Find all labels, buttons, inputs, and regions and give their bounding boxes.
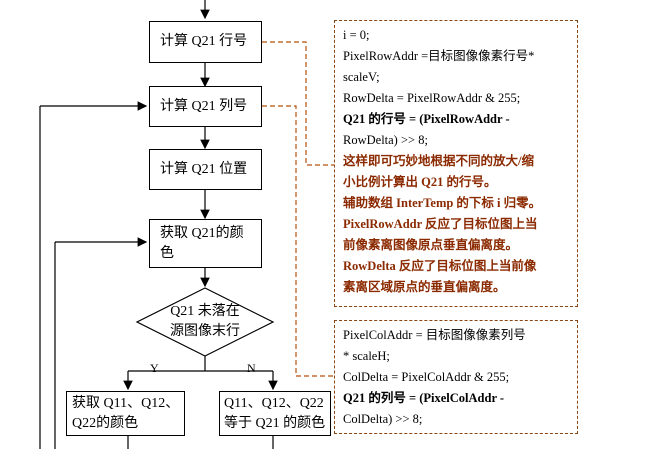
col-note-line: * scaleH; (343, 349, 390, 363)
get-neighbors-line2: Q22的颜色 (72, 416, 139, 431)
row-note-line: PixelRowAddr 反应了目标位图上当 (343, 217, 538, 231)
compute-col-label: 计算 Q21 列号 (160, 98, 248, 114)
get-neighbors-color-box: 获取 Q11、Q12、 Q22的颜色 (66, 391, 185, 436)
decision-text: Q21 未落在 源图像末行 (150, 302, 260, 342)
row-note: i = 0; PixelRowAddr =目标图像像素行号* scaleV; R… (334, 20, 578, 307)
col-note-line: PixelColAddr = 目标图像像素列号 (343, 328, 526, 342)
no-label: N (247, 361, 256, 375)
row-note-line: Q21 的行号 = (PixelRowAddr - (343, 112, 510, 126)
row-note-line: i = 0; (343, 28, 370, 42)
dash-col-to-note (262, 105, 334, 377)
row-note-line: 小比例计算出 Q21 的行号。 (343, 175, 497, 189)
compute-row-label: 计算 Q21 行号 (160, 34, 248, 49)
yes-label: Y (150, 361, 159, 375)
row-note-line: scaleV; (343, 70, 380, 84)
row-note-line: RowDelta 反应了目标位图上当前像 (343, 259, 537, 273)
row-note-line: 辅助数组 InterTemp 的下标 i 归零。 (343, 196, 542, 210)
get-neighbors-line1: 获取 Q11、Q12、 (72, 396, 180, 411)
row-note-line: 这样即可巧妙地根据不同的放大/缩 (343, 154, 534, 168)
row-note-line: RowDelta) >> 8; (343, 133, 428, 147)
compute-pos-label: 计算 Q21 位置 (160, 161, 248, 177)
compute-col-box: 计算 Q21 列号 (149, 86, 262, 127)
compute-row-box: 计算 Q21 行号 (149, 21, 262, 63)
get-color-line2: 色 (160, 246, 174, 261)
get-color-line1: 获取 Q21的颜 (160, 226, 244, 241)
row-note-line: RowDelta = PixelRowAddr & 255; (343, 91, 521, 105)
col-note: PixelColAddr = 目标图像像素列号 * scaleH; ColDel… (334, 320, 578, 434)
decision-line1: Q21 未落在 (170, 304, 240, 319)
row-note-line: PixelRowAddr =目标图像像素行号* (343, 49, 535, 63)
row-note-line: 前像素离图像原点垂直偏离度。 (343, 238, 519, 252)
neighbors-equal-line1: Q11、Q12、Q22 (224, 396, 324, 411)
neighbors-equal-box: Q11、Q12、Q22 等于 Q21 的颜色 (219, 391, 331, 436)
row-note-line: 素离区域原点的垂直偏离度。 (343, 280, 506, 294)
compute-pos-box: 计算 Q21 位置 (149, 149, 262, 190)
neighbors-equal-line2: 等于 Q21 的颜色 (224, 416, 326, 431)
dash-row-to-note (262, 41, 334, 166)
col-note-line: ColDelta) >> 8; (343, 412, 423, 426)
col-note-line: Q21 的列号 = (PixelColAddr - (343, 391, 505, 405)
decision-line2: 源图像末行 (170, 324, 240, 339)
get-color-box: 获取 Q21的颜 色 (149, 219, 262, 268)
col-note-line: ColDelta = PixelColAddr & 255; (343, 370, 510, 384)
